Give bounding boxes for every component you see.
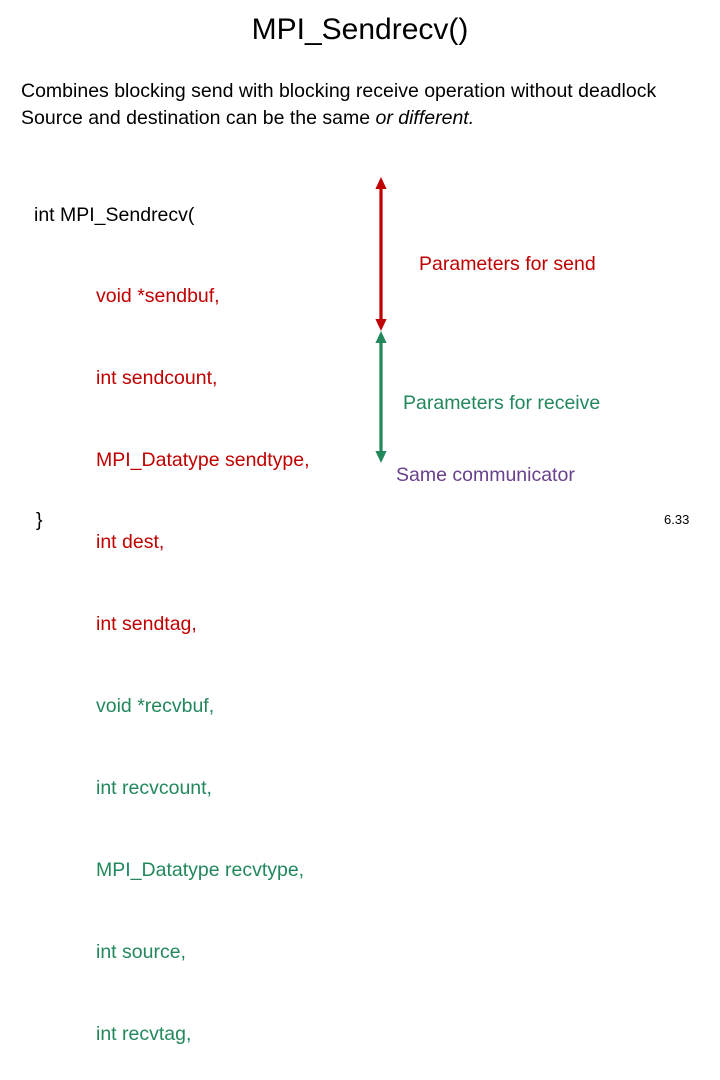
page-title: MPI_Sendrecv() bbox=[251, 13, 469, 46]
label-same-communicator: Same communicator bbox=[396, 464, 575, 486]
code-line-sendcount: int sendcount, bbox=[96, 367, 218, 390]
label-parameters-for-receive: Parameters for receive bbox=[403, 392, 601, 414]
page-number: 6.33 bbox=[664, 512, 690, 527]
code-line-recvcount: int recvcount, bbox=[96, 776, 212, 799]
code-line-signature: int MPI_Sendrecv( bbox=[34, 203, 195, 226]
code-line-sendtype: MPI_Datatype sendtype, bbox=[96, 449, 310, 472]
receive-parameters-double-arrow-icon bbox=[375, 331, 387, 463]
code-line-sendbuf: void *sendbuf, bbox=[96, 285, 220, 308]
code-line-sendtag: int sendtag, bbox=[96, 613, 197, 636]
code-line-recvtype: MPI_Datatype recvtype, bbox=[96, 858, 305, 881]
code-line-recvbuf: void *recvbuf, bbox=[96, 694, 215, 717]
send-parameters-double-arrow-icon bbox=[375, 177, 387, 331]
code-block: int MPI_Sendrecv( void *sendbuf, int sen… bbox=[34, 147, 374, 1080]
code-line-dest: int dest, bbox=[96, 531, 165, 554]
slide-canvas: MPI_Sendrecv() Combines blocking send wi… bbox=[21, 13, 709, 1045]
code-closing-brace: } bbox=[36, 509, 43, 531]
body-text-emphasis: or different. bbox=[375, 107, 475, 129]
label-parameters-for-send: Parameters for send bbox=[419, 253, 596, 275]
code-line-recvtag: int recvtag, bbox=[96, 1022, 192, 1045]
slide-body-text: Combines blocking send with blocking rec… bbox=[21, 78, 709, 132]
body-text-main: Combines blocking send with blocking rec… bbox=[21, 80, 657, 129]
code-line-source: int source, bbox=[96, 940, 186, 963]
